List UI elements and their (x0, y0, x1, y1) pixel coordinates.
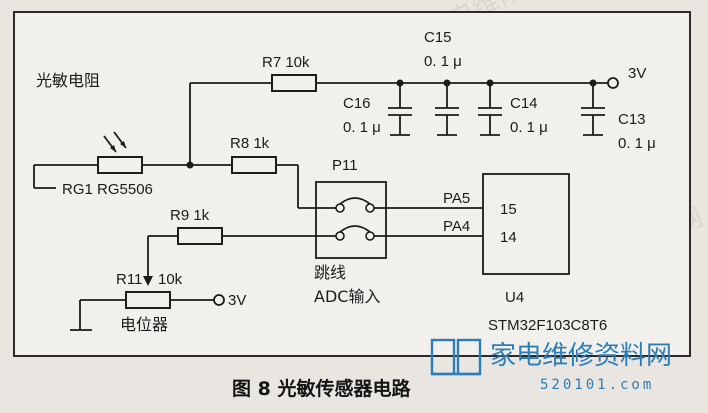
label-3v-pot: 3V (228, 292, 246, 309)
capacitor-c13 (581, 83, 605, 136)
jumper-contacts (335, 197, 375, 241)
label-rg1: RG1 RG5506 (62, 181, 153, 198)
figure-caption: 图 8 光敏传感器电路 (232, 377, 411, 400)
brand-logo: 家电维修资料网 520101.com (430, 338, 672, 393)
label-pa5: PA5 (443, 190, 470, 207)
label-r8: R8 1k (230, 135, 270, 152)
jumper-p11 (315, 181, 387, 259)
pin-15: 15 (500, 201, 517, 218)
top-rail (189, 82, 608, 165)
value-c16: 0. 1 μ (343, 119, 381, 136)
rg1-line (33, 164, 232, 189)
label-p11: P11 (332, 157, 358, 174)
brand-url: 520101.com (540, 377, 654, 393)
capacitor-c16 (388, 83, 412, 136)
resistor-r8 (231, 156, 277, 174)
potentiometer-r11 (70, 276, 214, 331)
capacitor-c14 (478, 83, 502, 136)
value-c13: 0. 1 μ (618, 135, 656, 152)
chip-u4 (482, 173, 570, 275)
value-c14: 0. 1 μ (510, 119, 548, 136)
label-3v-top: 3V (628, 65, 646, 82)
label-r7: R7 10k (262, 54, 310, 71)
pin-14: 14 (500, 229, 517, 246)
resistor-r7 (271, 74, 317, 92)
section-title: 光敏电阻 (36, 71, 100, 90)
note-adc: ADC输入 (314, 287, 380, 306)
value-r11: 10k (158, 271, 183, 288)
label-pa4: PA4 (443, 218, 470, 235)
label-r9: R9 1k (170, 207, 210, 224)
brand-name: 家电维修资料网 (490, 341, 672, 371)
label-u4-part: STM32F103C8T6 (488, 317, 607, 334)
label-c16: C16 (343, 95, 371, 112)
label-c15: C15 (424, 29, 452, 46)
capacitor-c15 (435, 83, 459, 136)
label-c13: C13 (618, 111, 646, 128)
terminal-3v-pot (213, 294, 225, 306)
terminal-3v-top (607, 77, 619, 89)
label-c14: C14 (510, 95, 538, 112)
note-jumper: 跳线 (314, 263, 346, 282)
label-u4: U4 (505, 289, 524, 306)
note-potentiometer: 电位器 (120, 315, 168, 334)
resistor-r9 (177, 227, 223, 245)
label-r11: R11 (116, 271, 142, 288)
value-c15: 0. 1 μ (424, 53, 462, 70)
photoresistor-rg1 (97, 156, 143, 174)
light-arrows-icon (103, 131, 127, 153)
